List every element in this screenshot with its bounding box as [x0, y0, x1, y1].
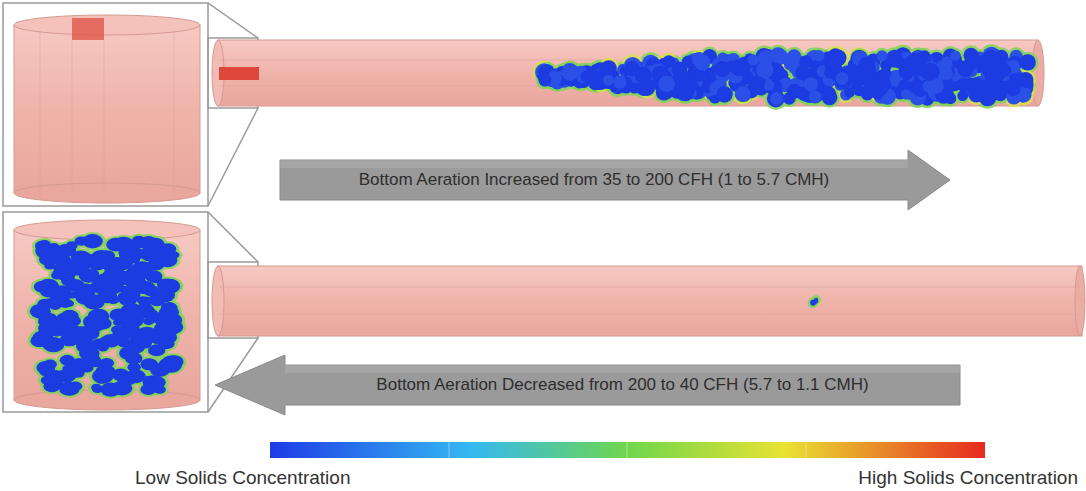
colorbar-label: Low Solids Concentration — [135, 467, 350, 488]
colorbar-label: High Solids Concentration — [858, 467, 1078, 488]
arrow-text: Bottom Aeration Increased from 35 to 200… — [359, 170, 830, 190]
zoom-inset-bottom — [3, 212, 258, 412]
arrow-fill — [215, 355, 960, 415]
zoom-inset-top — [3, 3, 258, 206]
pipe-bottom — [212, 266, 1085, 336]
arrow-fill — [280, 150, 950, 210]
arrow-text: Bottom Aeration Decreased from 200 to 40… — [376, 375, 868, 395]
pipe-top — [212, 40, 1044, 110]
arrow-banner: Bottom Aeration Decreased from 200 to 40… — [215, 355, 960, 415]
color-bar — [270, 442, 985, 458]
arrow-banner: Bottom Aeration Increased from 35 to 200… — [280, 150, 950, 210]
